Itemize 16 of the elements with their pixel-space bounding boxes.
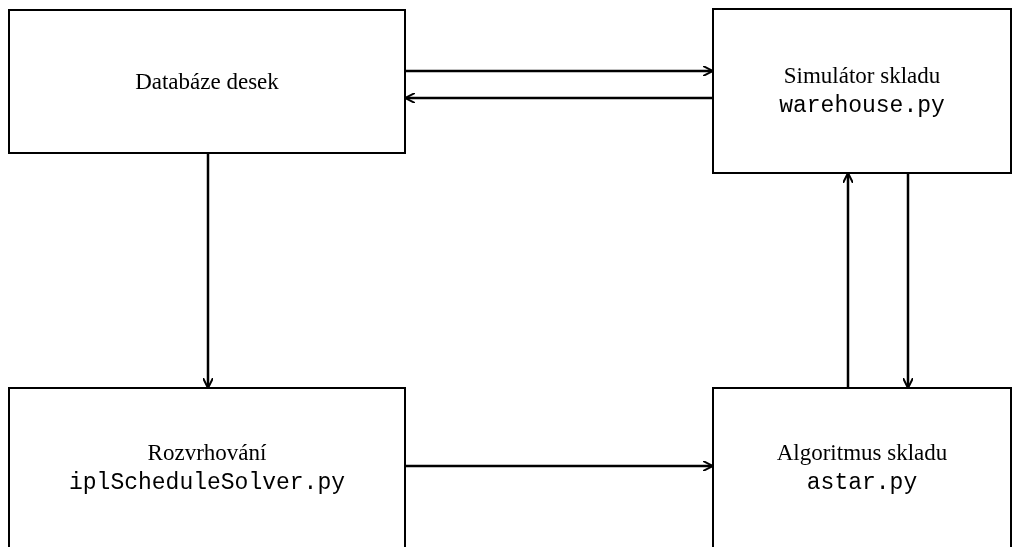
file-name: warehouse.py <box>779 92 945 121</box>
process-box <box>712 387 1012 547</box>
file-name: astar.py <box>806 469 918 498</box>
process-box <box>8 387 406 547</box>
arrow <box>842 172 854 387</box>
box-label: Simulátor skladu <box>783 62 941 90</box>
arrow <box>406 65 714 77</box>
process-box <box>8 9 406 154</box>
process-box <box>712 8 1012 174</box>
arrow <box>902 174 914 389</box>
file-name: iplScheduleSolver.py <box>68 469 345 498</box>
box-label: Algoritmus skladu <box>776 439 948 467</box>
box-label: Rozvrhování <box>147 439 267 467</box>
arrow <box>202 154 214 389</box>
arrow <box>406 460 714 472</box>
box-label: Databáze desek <box>135 67 279 96</box>
